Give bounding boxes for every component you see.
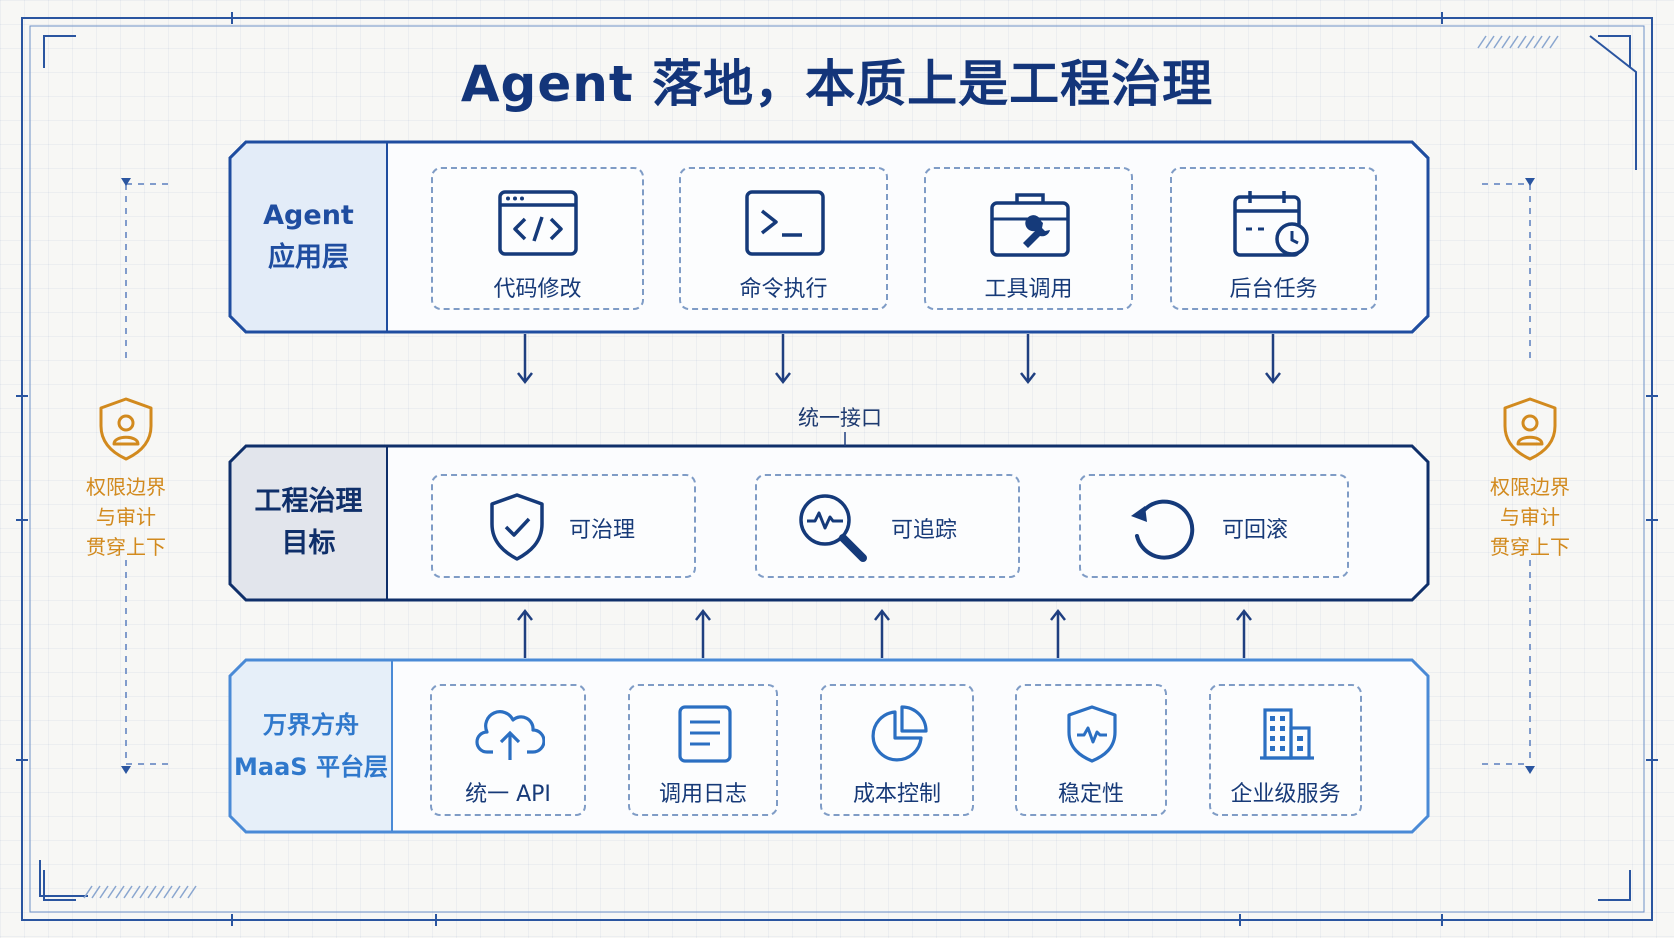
toolbox-wrench-icon [990,193,1070,257]
governance-card-label: 可追踪 [891,518,958,543]
platform-card-label: 企业级服务 [1230,782,1341,807]
agent-card-command-exec[interactable]: 命令执行 [679,167,888,310]
buildings-icon [1260,708,1314,760]
document-log-icon [678,705,732,763]
side-note-left: 权限边界与审计贯穿上下 [86,475,166,559]
platform-card-stability[interactable]: 稳定性 [1015,684,1167,816]
magnifier-pulse-icon [799,494,867,562]
platform-card-label: 统一 API [465,782,551,807]
governance-card-traceable[interactable]: 可追踪 [755,474,1020,578]
side-note-right: 权限边界与审计贯穿上下 [1490,475,1570,559]
shield-check-icon [490,493,544,561]
platform-band [228,658,1430,834]
governance-band [228,444,1430,602]
platform-card-cost-control[interactable]: 成本控制 [820,684,974,816]
pie-chart-icon [871,705,928,762]
outer-frame-border [21,17,1653,921]
cloud-upload-icon [475,710,545,760]
agent-card-label: 命令执行 [739,277,828,302]
platform-card-label: 成本控制 [852,782,941,807]
agent-card-tool-call[interactable]: 工具调用 [924,167,1133,310]
page-title: Agent 落地，本质上是工程治理 [460,55,1214,113]
governance-card-label: 可治理 [569,518,636,543]
platform-card-label: 稳定性 [1057,782,1124,807]
down-arrows [517,334,1281,385]
interface-label: 统一接口 [798,406,882,430]
platform-card-call-logs[interactable]: 调用日志 [628,684,778,816]
agent-card-code-edit[interactable]: 代码修改 [431,167,644,310]
agent-card-label: 工具调用 [984,277,1073,302]
governance-card-governable[interactable]: 可治理 [431,474,696,578]
code-window-icon [498,190,578,256]
terminal-icon [745,190,825,256]
governance-label: 工程治理目标 [254,486,363,559]
shield-user-icon [1503,397,1557,461]
shield-user-icon [99,397,153,461]
rollback-icon [1131,499,1195,560]
agent-card-background-task[interactable]: 后台任务 [1170,167,1377,310]
shield-pulse-icon [1067,705,1117,763]
agent-card-label: 代码修改 [493,277,582,302]
platform-card-label: 调用日志 [658,782,747,807]
calendar-clock-icon [1233,191,1309,257]
platform-card-enterprise[interactable]: 企业级服务 [1209,684,1362,816]
governance-card-rollback[interactable]: 可回滚 [1079,474,1349,578]
governance-card-label: 可回滚 [1222,518,1289,543]
platform-card-unified-api[interactable]: 统一 API [430,684,586,816]
agent-card-label: 后台任务 [1229,277,1318,302]
up-arrows [517,608,1252,658]
agent-layer-band [228,140,1430,334]
